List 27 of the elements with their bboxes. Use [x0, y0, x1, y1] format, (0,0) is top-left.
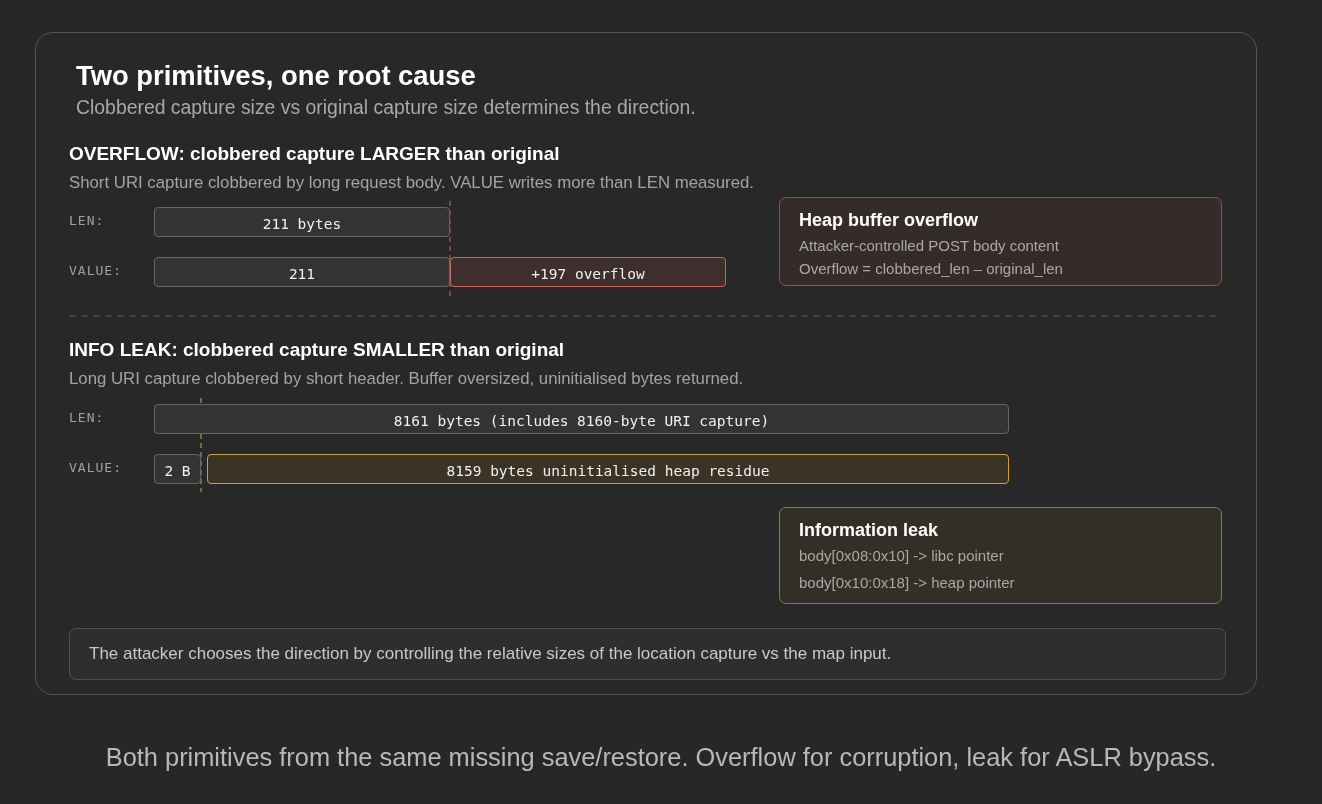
row-label: VALUE:: [69, 461, 122, 476]
callout-text: Overflow = clobbered_len – original_len: [799, 260, 1063, 277]
section-description: Short URI capture clobbered by long request body. VALUE writes more than LEN measured.: [69, 173, 754, 193]
residue-bar: 8159 bytes uninitialised heap residue: [207, 454, 1009, 484]
length-bar: 8161 bytes (includes 8160-byte URI capture): [154, 404, 1009, 434]
row-label: VALUE:: [69, 264, 122, 279]
note-panel: The attacker chooses the direction by controlling the relative sizes of the location capture vs the map input.: [69, 628, 1226, 680]
row-label: LEN:: [69, 411, 105, 426]
caption: Both primitives from the same missing save/restore. Overflow for corruption, leak for ASLR bypass.: [105, 743, 1217, 772]
length-bar: 211 bytes: [154, 207, 450, 237]
section-heading: OVERFLOW: clobbered capture LARGER than original: [69, 143, 560, 165]
row-label: LEN:: [69, 214, 105, 229]
value-bar: 2 B: [154, 454, 201, 484]
overflow-bar: +197 overflow: [450, 257, 726, 287]
callout-title: Heap buffer overflow: [799, 210, 979, 231]
callout-text: body[0x10:0x18] -> heap pointer: [799, 574, 1015, 591]
section-heading: INFO LEAK: clobbered capture SMALLER than original: [69, 339, 565, 361]
value-bar: 211: [154, 257, 450, 287]
callout-panel: [779, 507, 1222, 604]
callout-title: Information leak: [799, 520, 939, 541]
panel-heading: Two primitives, one root cause: [76, 60, 476, 92]
callout-text: Attacker-controlled POST body content: [799, 237, 1059, 254]
callout-panel: [779, 197, 1222, 286]
panel-subheading: Clobbered capture size vs original capture size determines the direction.: [76, 96, 696, 119]
panel-card: [35, 32, 1257, 695]
section-description: Long URI capture clobbered by short header. Buffer oversized, uninitialised bytes returned.: [69, 369, 744, 389]
callout-text: body[0x08:0x10] -> libc pointer: [799, 547, 1004, 564]
